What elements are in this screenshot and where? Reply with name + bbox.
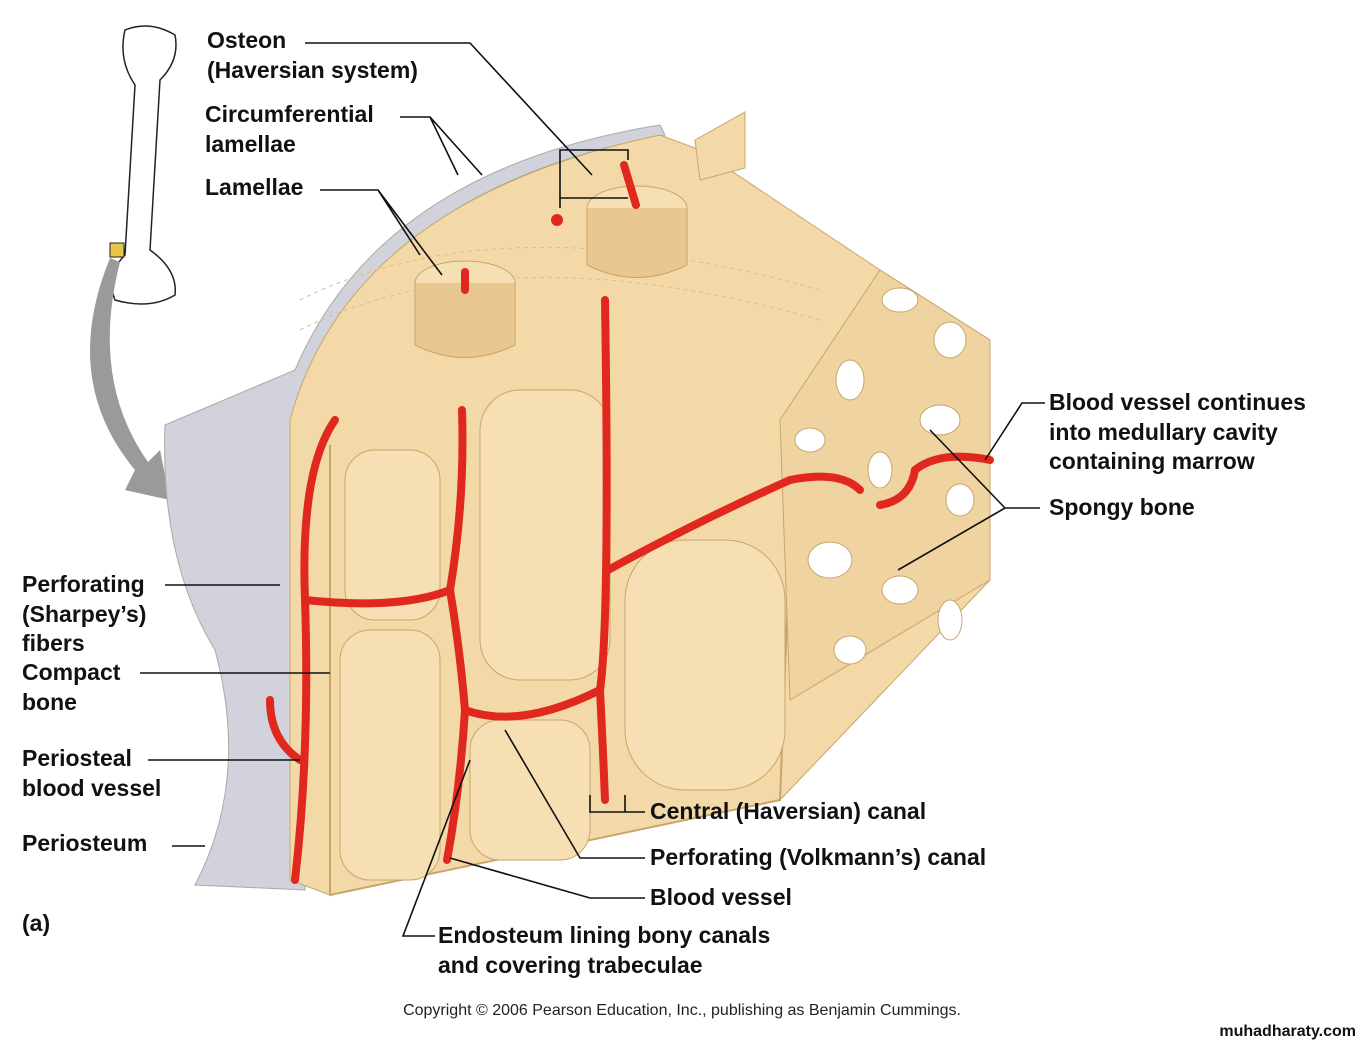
label-line: fibers	[22, 630, 85, 656]
leader-lines	[140, 42, 1045, 937]
label-volkmann-canal: Perforating (Volkmann’s) canal	[650, 844, 987, 870]
panel-label: (a)	[22, 910, 51, 936]
label-central-canal: Central (Haversian) canal	[650, 798, 927, 824]
label-osteon: Osteon (Haversian system)	[207, 26, 418, 85]
label-endosteum: Endosteum lining bony canals and covering…	[438, 921, 770, 980]
copyright: Copyright © 2006 Pearson Education, Inc.…	[403, 1002, 961, 1019]
label-periosteum: Periosteum	[22, 830, 148, 856]
label-sharpey-fibers: Perforating (Sharpey’s) fibers	[22, 570, 146, 659]
label-compact-bone: Compact bone	[22, 658, 120, 717]
watermark: muhadharaty.com	[1219, 1023, 1356, 1040]
label-line: Blood vessel continues	[1049, 389, 1306, 415]
label-blood-vessel: Blood vessel	[650, 884, 792, 910]
label-line: Periosteal	[22, 745, 132, 771]
long-bone-icon	[109, 25, 177, 305]
label-line: lamellae	[205, 130, 296, 157]
label-line: Perforating	[22, 571, 145, 597]
spongy-bone	[779, 269, 991, 701]
label-line: (Sharpey’s)	[22, 600, 147, 627]
label-line: Circumferential	[205, 101, 374, 127]
label-line: blood vessel	[22, 774, 162, 801]
label-line: (Haversian system)	[207, 56, 418, 83]
label-spongy-bone: Spongy bone	[1049, 494, 1195, 520]
arrow-icon	[90, 258, 170, 500]
label-line: into medullary cavity	[1049, 418, 1278, 445]
label-line: bone	[22, 688, 77, 715]
label-medullary-vessel: Blood vessel continues into medullary cav…	[1049, 388, 1306, 477]
label-line: and covering trabeculae	[438, 951, 703, 978]
label-circumferential-lamellae: Circumferential lamellae	[205, 100, 374, 159]
blood-vessels	[266, 161, 994, 884]
label-line: Compact	[22, 659, 121, 685]
label-lamellae: Lamellae	[205, 174, 304, 200]
label-periosteal-vessel: Periosteal blood vessel	[22, 744, 161, 803]
label-line: containing marrow	[1049, 448, 1255, 474]
label-line: Osteon	[207, 27, 287, 53]
label-line: Endosteum lining bony canals	[438, 922, 771, 948]
